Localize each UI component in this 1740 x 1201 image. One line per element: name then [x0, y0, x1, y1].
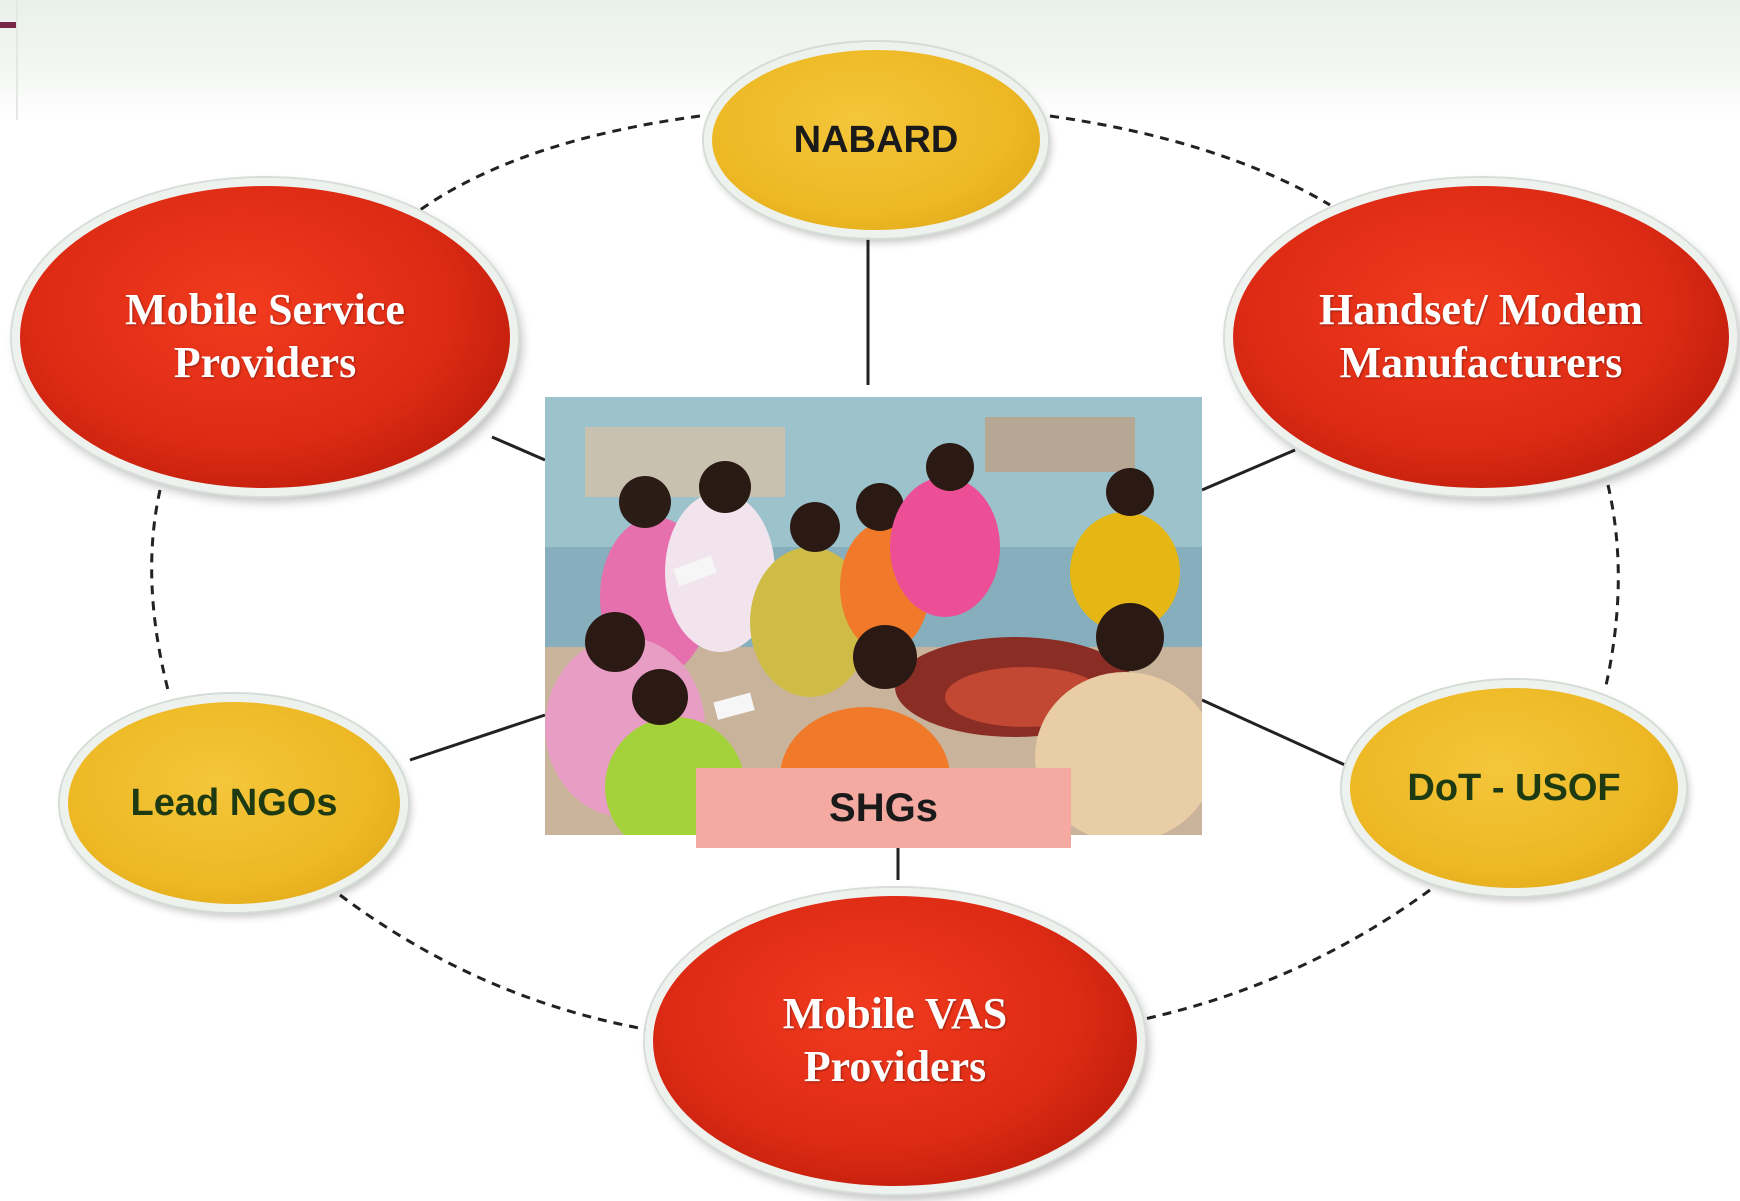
- dashed-arc-dot-vas: [1139, 888, 1431, 1022]
- node-nabard: NABARD: [704, 42, 1048, 238]
- shg-hub-label: SHGs: [696, 768, 1071, 848]
- solid-spokes: [409, 232, 1346, 880]
- node-lead-ngos-label: Lead NGOs: [130, 781, 338, 824]
- dashed-arc-ngos-vas: [339, 893, 651, 1032]
- node-mobile-vas-providers: Mobile VAS Providers: [645, 888, 1145, 1194]
- dashed-arc-nabard-handset: [1049, 114, 1331, 207]
- node-dot-usof-label: DoT - USOF: [1407, 766, 1621, 809]
- spoke-dot: [1201, 698, 1346, 767]
- node-handset-modem-manufacturers-label: Handset/ Modem Manufacturers: [1319, 285, 1643, 387]
- photo-of-women-group-meeting-icon: [545, 397, 1202, 835]
- node-mobile-service-providers-label: Mobile Service Providers: [125, 285, 405, 387]
- node-lead-ngos: Lead NGOs: [60, 694, 408, 912]
- node-mobile-service-providers: Mobile Service Providers: [12, 178, 518, 496]
- dashed-ring: [150, 114, 1620, 1032]
- spoke-ngos: [409, 713, 546, 762]
- node-nabard-label: NABARD: [793, 118, 959, 161]
- spoke-handset: [1201, 448, 1296, 492]
- dashed-arc-msp-ngos: [150, 489, 170, 691]
- node-handset-modem-manufacturers: Handset/ Modem Manufacturers: [1225, 178, 1737, 496]
- node-mobile-vas-providers-label: Mobile VAS Providers: [782, 989, 1008, 1091]
- dashed-arc-handset-dot: [1603, 484, 1620, 691]
- node-dot-usof: DoT - USOF: [1342, 680, 1686, 896]
- corner-divider: [16, 0, 18, 120]
- shg-meeting-photo: [545, 397, 1202, 835]
- dashed-arc-nabard-msp: [419, 114, 701, 212]
- spoke-msp: [491, 435, 546, 462]
- shg-hub-label-text: SHGs: [829, 785, 938, 830]
- corner-accent-mark: [0, 22, 16, 28]
